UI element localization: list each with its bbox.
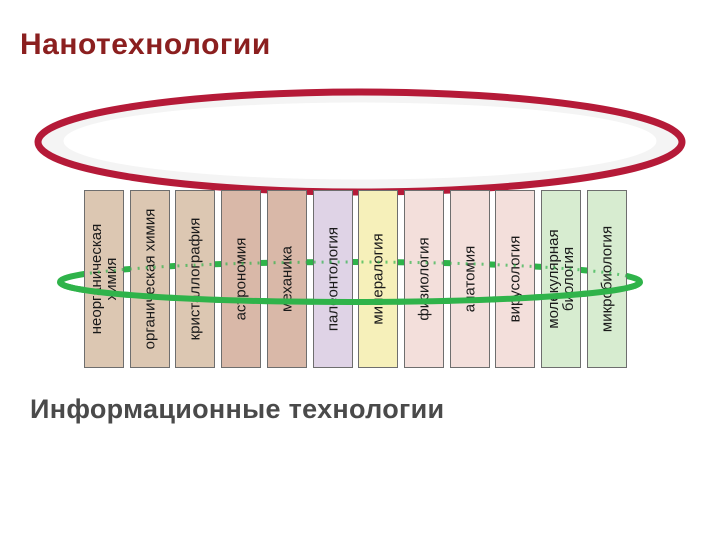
discipline-bar: вирусология [495,190,535,368]
inner-ring-front [57,280,643,305]
discipline-bar: палеонтология [313,190,353,368]
discipline-bar: астрономия [221,190,261,368]
discipline-bar: неорганическая химия [84,190,124,368]
outer-ring-inner-face [63,102,657,180]
page-title: Нанотехнологии [20,28,271,61]
discipline-bar: анатомия [450,190,490,368]
inner-ring-back [58,260,642,283]
discipline-bar: физиология [404,190,444,368]
discipline-bar: микробиология [587,190,627,368]
discipline-bar: органическая химия [130,190,170,368]
info-tech-title: Информационные технологии [30,394,445,424]
discipline-bar: механика [267,190,307,368]
discipline-bar: минералогия [358,190,398,368]
discipline-bar: молекулярная биология [541,190,581,368]
discipline-bar: кристаллография [175,190,215,368]
